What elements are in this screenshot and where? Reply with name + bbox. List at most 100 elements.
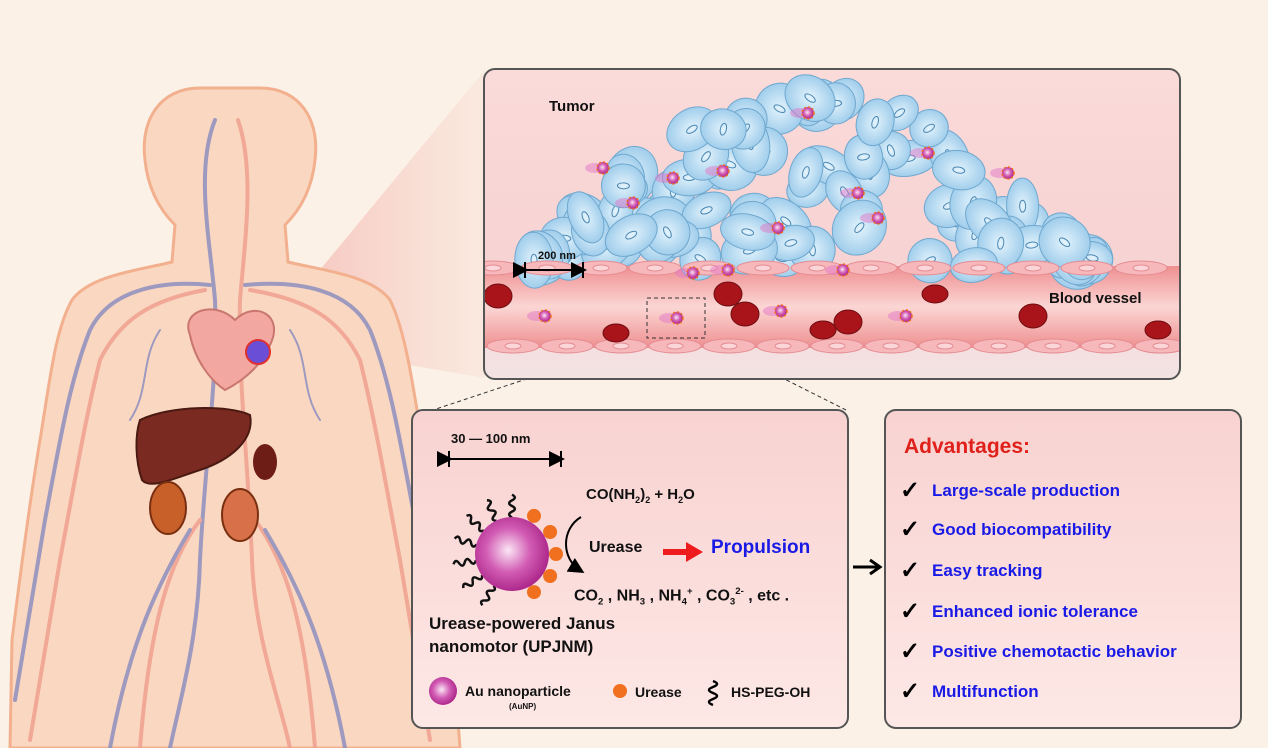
tumor-cell bbox=[681, 191, 732, 230]
heart bbox=[187, 308, 276, 392]
panel-arrow bbox=[853, 558, 883, 576]
nanomotor bbox=[921, 146, 935, 160]
legend-au-label: Au nanoparticle bbox=[465, 683, 571, 699]
nanomotor bbox=[686, 266, 700, 280]
tumor-cell-nucleus bbox=[822, 161, 835, 171]
tumor-cell-nucleus bbox=[1025, 241, 1039, 249]
advantage-item: ✓Easy tracking bbox=[900, 556, 1043, 585]
advantages-title: Advantages: bbox=[904, 435, 1031, 458]
advantages-panel: Advantages: ✓Large-scale production ✓Goo… bbox=[884, 409, 1242, 729]
endothelial-nucleus bbox=[970, 264, 988, 272]
nanomotor-name-line1: Urease-powered Janus bbox=[429, 614, 616, 633]
aunp-sphere bbox=[475, 517, 549, 591]
endothelial-nucleus bbox=[592, 264, 610, 272]
check-icon: ✓ bbox=[900, 477, 921, 504]
nanomotor bbox=[801, 106, 815, 120]
endothelial-nucleus bbox=[612, 342, 630, 350]
tumor-cell-body bbox=[566, 191, 605, 244]
endothelial-nucleus bbox=[990, 342, 1008, 350]
tumor-cell bbox=[855, 98, 895, 147]
red-arrow-icon bbox=[663, 542, 703, 562]
advantage-label: Easy tracking bbox=[932, 560, 1043, 580]
red-blood-cells bbox=[485, 281, 1172, 343]
tumor-label: Tumor bbox=[549, 98, 595, 115]
peg-chain bbox=[466, 513, 485, 533]
tumor-vessel-illustration bbox=[485, 74, 1179, 354]
tumor-cell-nucleus bbox=[952, 166, 966, 174]
endothelial-nucleus bbox=[936, 342, 954, 350]
endothelial-nucleus bbox=[754, 264, 772, 272]
tumor-cell-nucleus bbox=[1058, 237, 1071, 248]
tumor-cell-nucleus bbox=[701, 151, 711, 163]
check-icon: ✓ bbox=[900, 638, 921, 665]
reaction-arrow bbox=[565, 516, 585, 574]
endothelial-nucleus bbox=[558, 342, 576, 350]
tumor-cell-nucleus bbox=[804, 93, 816, 103]
check-icon: ✓ bbox=[900, 598, 921, 625]
tumor-cell-nucleus bbox=[784, 239, 798, 247]
blood-vessel-label: Blood vessel bbox=[1049, 290, 1142, 307]
tumor-cell bbox=[700, 108, 747, 150]
scale-bar-label: 200 nm bbox=[538, 250, 576, 262]
legend-au-abbr: (AuNP) bbox=[509, 702, 537, 711]
endothelial-nucleus bbox=[666, 342, 684, 350]
endothelial-nucleus bbox=[916, 264, 934, 272]
nanomotor bbox=[666, 171, 680, 185]
tumor-cell-nucleus bbox=[625, 230, 638, 240]
reaction-products: CO2 , NH3 , NH4+ , CO32- , etc . bbox=[574, 586, 790, 608]
nanomotor bbox=[771, 221, 785, 235]
nanomotor bbox=[626, 196, 640, 210]
peg-chain bbox=[462, 574, 484, 589]
endothelial-nucleus bbox=[808, 264, 826, 272]
advantage-label: Positive chemotactic behavior bbox=[932, 641, 1177, 661]
nanomotor bbox=[871, 211, 885, 225]
tumor-cell-body bbox=[855, 98, 895, 147]
tumor-cell-body bbox=[1038, 216, 1091, 268]
advantage-item: ✓ Large-scale production bbox=[900, 476, 1120, 505]
tumor-cell-body bbox=[720, 213, 776, 251]
endothelial-nucleus bbox=[862, 264, 880, 272]
legend-urease-label: Urease bbox=[635, 684, 682, 700]
tumor-cell-nucleus bbox=[719, 122, 728, 136]
tumor-spot bbox=[245, 339, 271, 365]
peg-chain bbox=[507, 493, 517, 519]
tumor-cell bbox=[932, 149, 986, 191]
reaction-reactants: CO(NH2)2 + H2O bbox=[586, 486, 695, 505]
tumor-cell-nucleus bbox=[886, 144, 895, 157]
tumor-cell-nucleus bbox=[581, 211, 590, 224]
tumor-cell-body bbox=[604, 213, 658, 257]
tumor-cell-nucleus bbox=[663, 226, 672, 239]
urease-enzyme bbox=[527, 585, 541, 600]
endothelial-nucleus bbox=[774, 342, 792, 350]
tumor-cell bbox=[604, 213, 658, 257]
advantage-label: Good biocompatibility bbox=[932, 519, 1112, 539]
nanomotor bbox=[596, 161, 610, 175]
tumor-cell-nucleus bbox=[700, 206, 713, 215]
tumor-cell-body bbox=[909, 109, 949, 148]
endothelial-nucleus bbox=[504, 342, 522, 350]
red-blood-cell bbox=[602, 323, 630, 343]
endothelial-nucleus bbox=[1024, 264, 1042, 272]
advantage-item: ✓Good biocompatibility bbox=[900, 515, 1111, 544]
human-body bbox=[8, 86, 462, 748]
liver bbox=[135, 407, 252, 485]
tumor-cell-nucleus bbox=[801, 166, 810, 179]
endothelial-nucleus bbox=[720, 342, 738, 350]
tumor-cell-nucleus bbox=[854, 222, 865, 234]
red-blood-cell bbox=[485, 283, 513, 309]
red-blood-cell bbox=[1144, 320, 1172, 340]
endothelial-nucleus bbox=[646, 264, 664, 272]
nanomotors bbox=[527, 106, 1015, 325]
urease-enzyme bbox=[543, 525, 558, 539]
red-blood-cell bbox=[833, 309, 863, 335]
tumor-cell-nucleus bbox=[773, 104, 786, 114]
nanomotor-panel: 30 — 100 nm CO(NH2)2 + H2O Urease Propul… bbox=[411, 409, 849, 729]
tumor-cell bbox=[720, 213, 776, 251]
endothelial-nucleus bbox=[1078, 264, 1096, 272]
nanomotor bbox=[774, 304, 788, 318]
nanomotor bbox=[670, 311, 684, 325]
advantage-label: Large-scale production bbox=[932, 480, 1120, 500]
red-blood-cell bbox=[809, 320, 837, 340]
nanomotor bbox=[851, 186, 865, 200]
